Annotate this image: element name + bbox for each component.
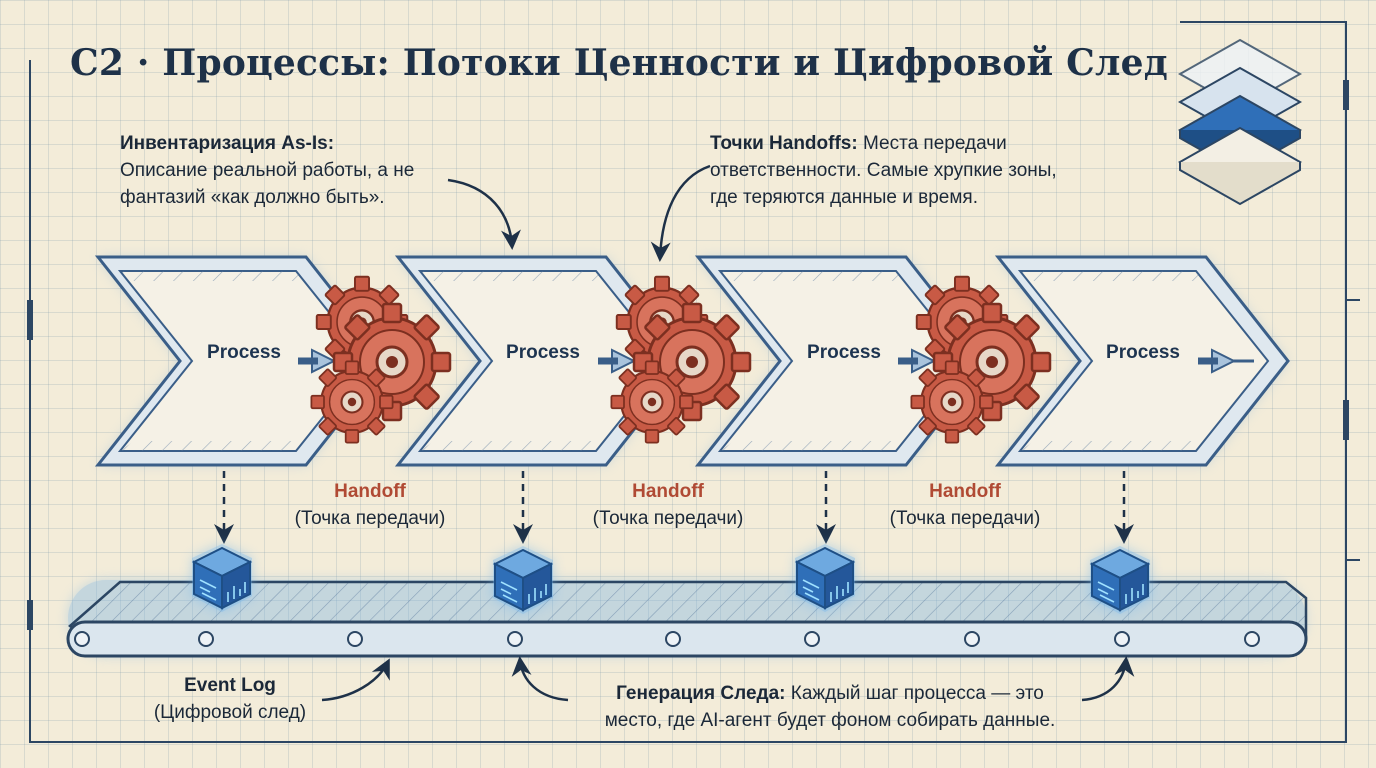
- process-label-3: Process: [807, 342, 881, 363]
- callout-asis-label: Инвентаризация As-Is:: [120, 133, 335, 154]
- handoff-sub-2: (Точка передачи): [592, 508, 744, 529]
- handoff-label-1: Handoff (Точка передачи): [260, 478, 480, 532]
- callout-asis-line1: Описание реальной работы, а не: [120, 160, 415, 181]
- callout-asis-line2: фантазий «как должно быть».: [120, 187, 385, 208]
- trace-line1: Каждый шаг процесса — это: [785, 683, 1044, 704]
- callout-handoffs: Точки Handoffs: Места передачи ответстве…: [710, 130, 1150, 211]
- event-log-sub: (Цифровой след): [153, 702, 307, 723]
- handoff-label-2: Handoff (Точка передачи): [558, 478, 778, 532]
- curved-arrow-icon-eventlog: [321, 658, 390, 702]
- event-log-conveyor: [66, 580, 1308, 658]
- event-log-name: Event Log: [184, 675, 276, 696]
- callout-handoffs-line1: Места передачи: [857, 133, 1007, 154]
- handoff-sub-3: (Точка передачи): [889, 508, 1041, 529]
- handoff-name-1: Handoff: [334, 481, 406, 502]
- callout-handoffs-line2: ответственности. Самые хрупкие зоны,: [710, 160, 1057, 181]
- curved-arrow-icon-trace-right: [1081, 656, 1135, 702]
- callout-asis: Инвентаризация As-Is: Описание реальной …: [120, 130, 500, 211]
- event-log-caption: Event Log (Цифровой след): [130, 672, 330, 726]
- handoff-label-3: Handoff (Точка передачи): [855, 478, 1075, 532]
- trace-label: Генерация Следа:: [616, 683, 786, 704]
- trace-caption: Генерация Следа: Каждый шаг процесса — э…: [560, 680, 1100, 734]
- callout-handoffs-line3: где теряются данные и время.: [710, 187, 978, 208]
- process-label-2: Process: [506, 342, 580, 363]
- curved-arrow-icon-asis: [447, 178, 521, 250]
- curved-arrow-icon-handoffs: [650, 164, 711, 262]
- page-title: C2 · Процессы: Потоки Ценности и Цифрово…: [70, 42, 1168, 84]
- handoff-sub-1: (Точка передачи): [294, 508, 446, 529]
- handoff-name-2: Handoff: [632, 481, 704, 502]
- trace-line2: место, где AI-агент будет фоном собирать…: [604, 710, 1056, 731]
- callout-handoffs-label: Точки Handoffs:: [710, 133, 858, 154]
- curved-arrow-icon-trace-left: [511, 656, 569, 702]
- process-label-1: Process: [207, 342, 281, 363]
- process-label-4: Process: [1106, 342, 1180, 363]
- handoff-name-3: Handoff: [929, 481, 1001, 502]
- stacked-layers-icon: [1177, 38, 1303, 206]
